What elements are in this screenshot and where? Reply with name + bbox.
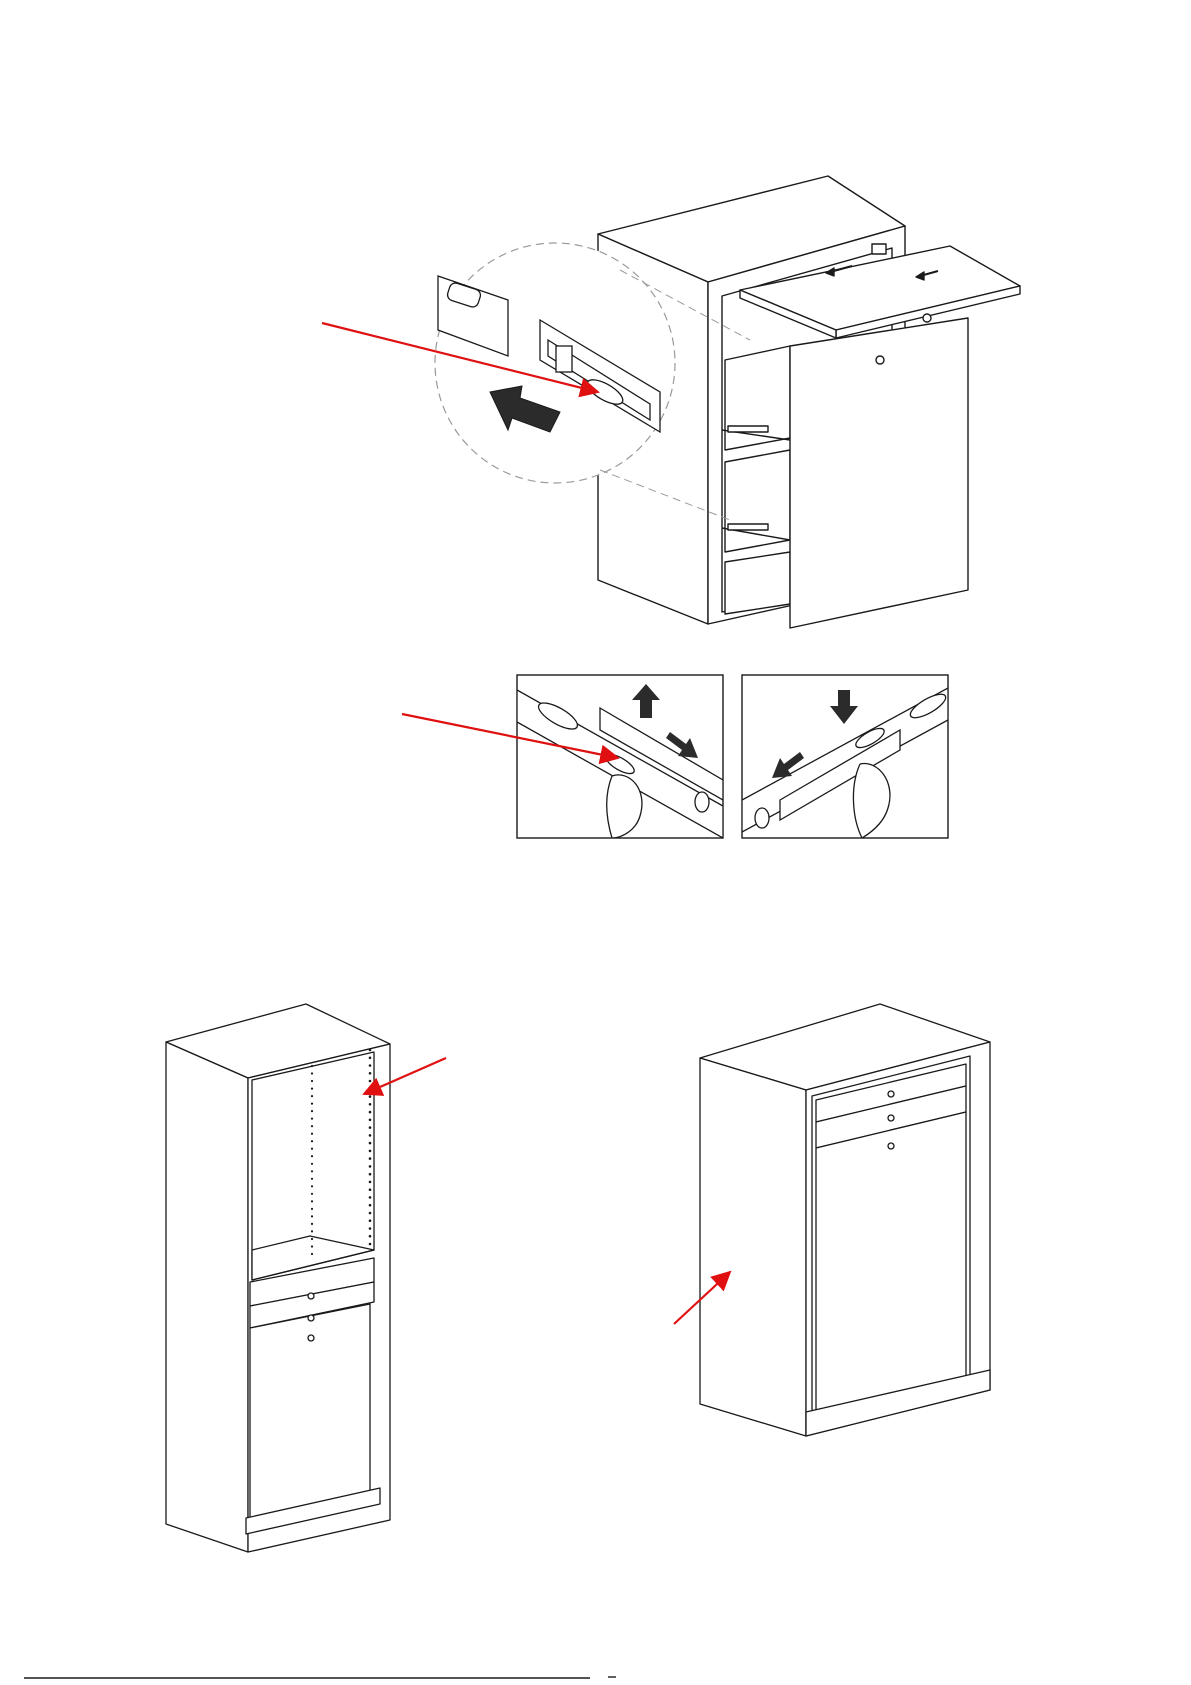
- peg-hole: [311, 1163, 313, 1165]
- peg-hole: [369, 1049, 372, 1052]
- peg-hole: [311, 1178, 313, 1180]
- peg-hole: [311, 1072, 313, 1074]
- peg-hole: [369, 1150, 372, 1153]
- peg-hole: [369, 1111, 372, 1114]
- peg-hole: [311, 1230, 313, 1232]
- peg-hole: [311, 1200, 313, 1202]
- peg-hole: [311, 1193, 313, 1195]
- peg-hole: [369, 1095, 372, 1098]
- peg-hole: [369, 1064, 372, 1067]
- tall-cabinet-shelf-holes: [166, 1004, 390, 1552]
- peg-hole: [369, 1057, 372, 1060]
- peg-hole: [369, 1181, 372, 1184]
- peg-hole: [369, 1134, 372, 1137]
- peg-hole: [311, 1140, 313, 1142]
- peg-hole: [369, 1119, 372, 1122]
- base-cabinet-side-panel: [700, 1004, 990, 1436]
- peg-hole: [369, 1212, 372, 1215]
- peg-hole: [311, 1110, 313, 1112]
- peg-hole: [369, 1204, 372, 1207]
- peg-hole: [369, 1157, 372, 1160]
- peg-hole: [369, 1243, 372, 1246]
- peg-hole: [311, 1118, 313, 1120]
- peg-hole: [311, 1125, 313, 1127]
- slide-lever-release-detail: [517, 675, 723, 838]
- peg-hole: [369, 1165, 372, 1168]
- peg-hole: [369, 1219, 372, 1222]
- peg-hole: [369, 1088, 372, 1091]
- peg-hole: [311, 1080, 313, 1082]
- peg-hole: [369, 1103, 372, 1106]
- peg-hole: [311, 1185, 313, 1187]
- peg-hole: [369, 1227, 372, 1230]
- peg-hole: [311, 1245, 313, 1247]
- peg-hole: [311, 1088, 313, 1090]
- peg-hole: [311, 1095, 313, 1097]
- peg-hole: [311, 1170, 313, 1172]
- peg-hole: [369, 1142, 372, 1145]
- peg-hole: [311, 1208, 313, 1210]
- peg-hole: [311, 1133, 313, 1135]
- peg-hole: [369, 1188, 372, 1191]
- peg-hole: [311, 1223, 313, 1225]
- peg-hole: [311, 1148, 313, 1150]
- peg-hole: [369, 1235, 372, 1238]
- peg-hole: [311, 1215, 313, 1217]
- peg-hole: [311, 1253, 313, 1255]
- peg-hole: [311, 1065, 313, 1067]
- peg-hole: [311, 1103, 313, 1105]
- peg-hole: [369, 1080, 372, 1083]
- peg-hole: [311, 1155, 313, 1157]
- peg-hole: [369, 1173, 372, 1176]
- peg-hole: [369, 1196, 372, 1199]
- slide-lever-engage-detail: [742, 675, 949, 838]
- peg-hole: [369, 1072, 372, 1075]
- peg-hole: [311, 1238, 313, 1240]
- peg-hole: [369, 1126, 372, 1129]
